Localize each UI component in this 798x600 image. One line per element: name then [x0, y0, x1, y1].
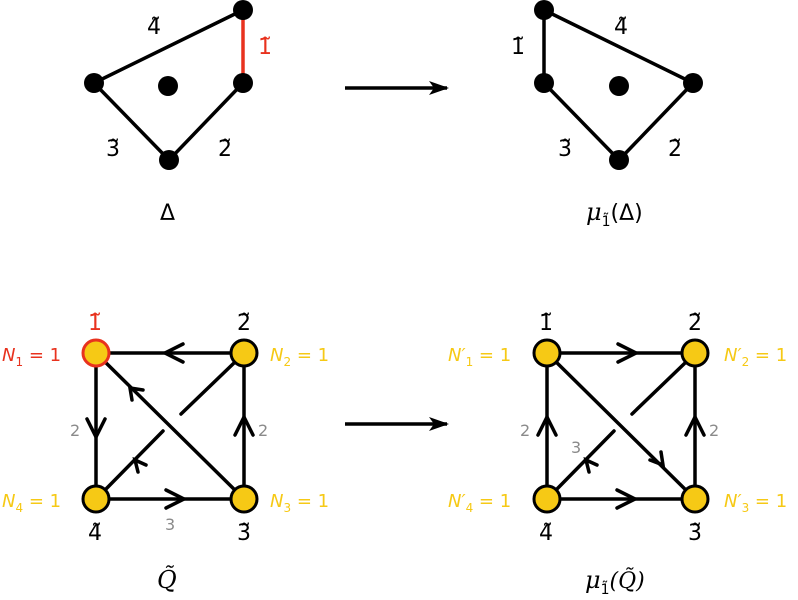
arrowhead	[536, 413, 558, 437]
vertex	[233, 73, 253, 93]
edge-label-3: 3̃	[106, 137, 120, 162]
edge-2	[617, 81, 695, 162]
arrowhead	[85, 417, 107, 441]
arrow-1-to-3	[545, 351, 697, 501]
node-1-selected	[81, 338, 111, 368]
arrow-3-to-1	[94, 351, 246, 501]
edge-label-1: 1̃	[258, 35, 272, 60]
node-label-3: 3̃	[688, 521, 702, 546]
edge-4	[542, 8, 695, 85]
arrowhead	[161, 342, 185, 364]
polygon-mutated: 1̃ 4̃ 3̃ 2̃ μ1̃(Δ)	[511, 0, 703, 230]
multiplicity-n4: N4 = 1	[2, 491, 61, 515]
node-3	[680, 484, 710, 514]
node-label-1: 1̃	[539, 311, 553, 336]
caption-mu-delta: μ1̃(Δ)	[586, 198, 643, 230]
caption-mu-q: μ1̃(Q̃)	[585, 566, 645, 598]
node-label-4: 4̃	[539, 521, 553, 546]
edge-multiplicity-left: 2	[520, 421, 530, 440]
arrowhead	[127, 385, 145, 402]
edge-label-1: 1̃	[511, 35, 525, 60]
vertex	[534, 0, 554, 20]
arrowhead	[616, 342, 640, 364]
node-label-4: 4̃	[88, 521, 102, 546]
arrowhead	[164, 488, 188, 510]
edge-2	[167, 81, 245, 162]
edge-multiplicity-bottom: 3	[165, 515, 175, 534]
vertex	[233, 0, 253, 20]
edge-label-4: 4̃	[147, 15, 161, 40]
multiplicity-n2: N′2 = 1	[724, 345, 787, 369]
arrowhead	[233, 413, 255, 437]
quiver-mutated: 1̃ 2̃ 3̃ 4̃ N′1 = 1 N′2 = 1 N′3 = 1 N′4 …	[448, 311, 787, 598]
edge-3	[542, 81, 621, 162]
caption-delta: Δ	[160, 201, 175, 226]
interior-point	[609, 76, 629, 96]
arrowhead	[583, 456, 599, 474]
node-2	[680, 338, 710, 368]
multiplicity-n3: N3 = 1	[270, 491, 329, 515]
edge-multiplicity-diag: 3	[571, 438, 581, 457]
caption-q: Q̃	[157, 566, 177, 594]
arrowhead	[615, 488, 639, 510]
vertex	[84, 73, 104, 93]
node-4	[532, 484, 562, 514]
node-label-2: 2̃	[237, 311, 251, 336]
vertex	[609, 150, 629, 170]
arrowhead	[684, 413, 706, 437]
quiver-q: 1̃ 2̃ 3̃ 4̃ N1 = 1 N2 = 1 N3 = 1 N4 = 1 …	[2, 311, 329, 594]
arrowhead	[648, 450, 666, 468]
node-2	[229, 338, 259, 368]
node-label-3: 3̃	[237, 521, 251, 546]
edge-4	[92, 8, 245, 85]
multiplicity-n4: N′4 = 1	[448, 491, 511, 515]
multiplicity-n1: N′1 = 1	[448, 345, 511, 369]
arrow-2-to-4	[630, 361, 687, 416]
edge-label-2: 2̃	[668, 137, 682, 162]
edge-multiplicity-right: 2	[709, 421, 719, 440]
node-1	[532, 338, 562, 368]
node-label-1: 1̃	[88, 311, 102, 336]
multiplicity-n2: N2 = 1	[270, 345, 329, 369]
node-4	[81, 484, 111, 514]
vertex	[683, 73, 703, 93]
node-label-2: 2̃	[688, 311, 702, 336]
arrowhead	[132, 456, 148, 474]
multiplicity-n3: N′3 = 1	[724, 491, 787, 515]
vertex	[159, 150, 179, 170]
polygon-delta: 4̃ 1̃ 3̃ 2̃ Δ	[84, 0, 272, 226]
edge-label-2: 2̃	[218, 137, 232, 162]
edge-multiplicity-right: 2	[258, 421, 268, 440]
arrow-2-to-4	[179, 361, 236, 416]
edge-multiplicity-left: 2	[70, 421, 80, 440]
node-3	[229, 484, 259, 514]
edge-label-4: 4̃	[614, 15, 628, 40]
edge-3	[92, 81, 171, 162]
edge-label-3: 3̃	[558, 137, 572, 162]
vertex	[534, 73, 554, 93]
interior-point	[158, 76, 178, 96]
multiplicity-n1: N1 = 1	[2, 345, 61, 369]
